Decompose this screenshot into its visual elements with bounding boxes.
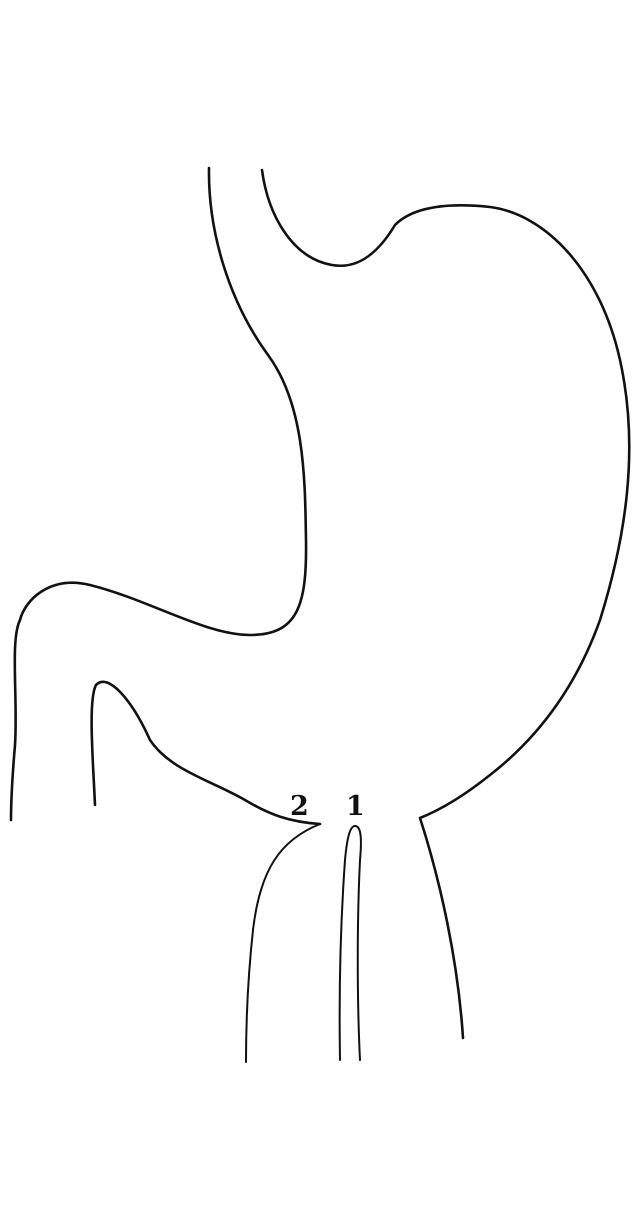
inner-tube bbox=[338, 825, 362, 1061]
tube-left-wall bbox=[245, 823, 321, 1063]
lesser-curvature-outline bbox=[9, 166, 308, 822]
greater-curvature-outline bbox=[260, 168, 631, 1040]
pyloric-lower-wall bbox=[90, 680, 322, 826]
label-1: 1 bbox=[346, 791, 365, 822]
label-2: 2 bbox=[290, 791, 309, 822]
